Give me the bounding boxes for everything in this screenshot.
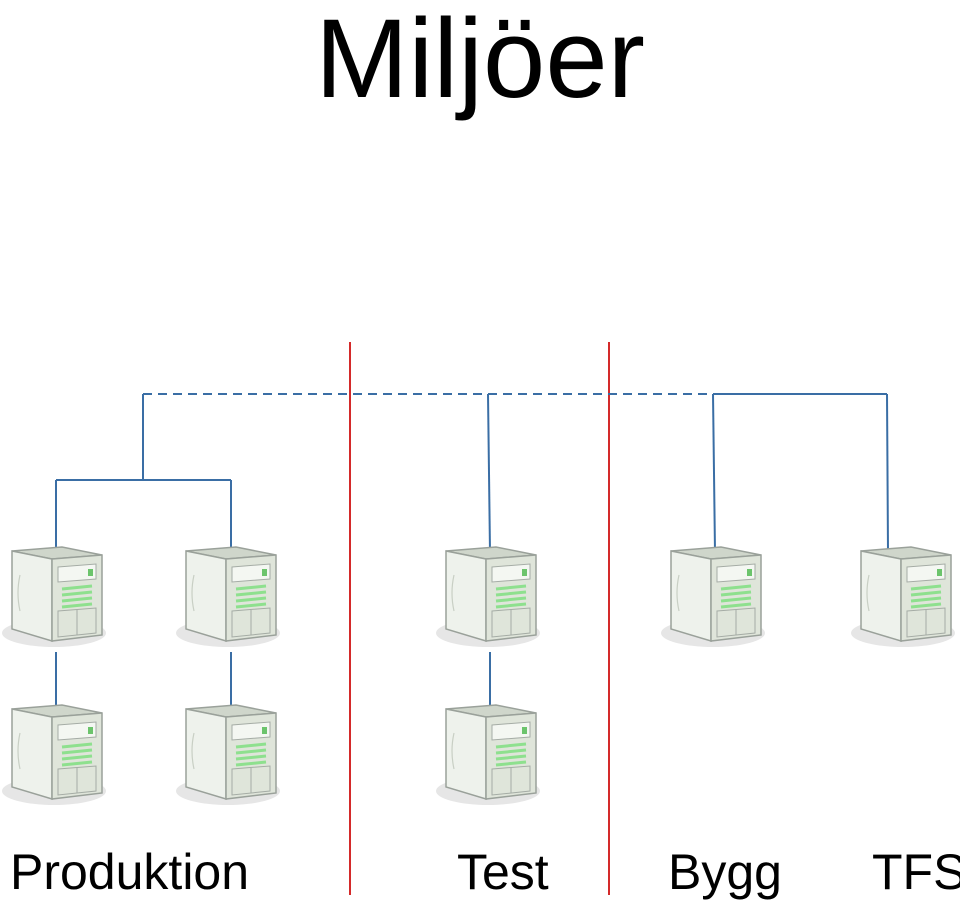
server-icon [434, 545, 542, 649]
server-icon [849, 545, 957, 649]
server-icon [659, 545, 767, 649]
server-icon [0, 545, 108, 649]
server-icon [174, 703, 282, 807]
env-label-bygg: Bygg [668, 844, 782, 900]
env-label-produktion: Produktion [10, 844, 250, 900]
env-label-tfs: TFS [872, 844, 960, 900]
page-title: Miljöer [315, 0, 645, 121]
connection-lines [55, 393, 889, 710]
server-icon [0, 703, 108, 807]
server-icon [434, 703, 542, 807]
server-icon [174, 545, 282, 649]
env-label-test: Test [457, 844, 549, 900]
